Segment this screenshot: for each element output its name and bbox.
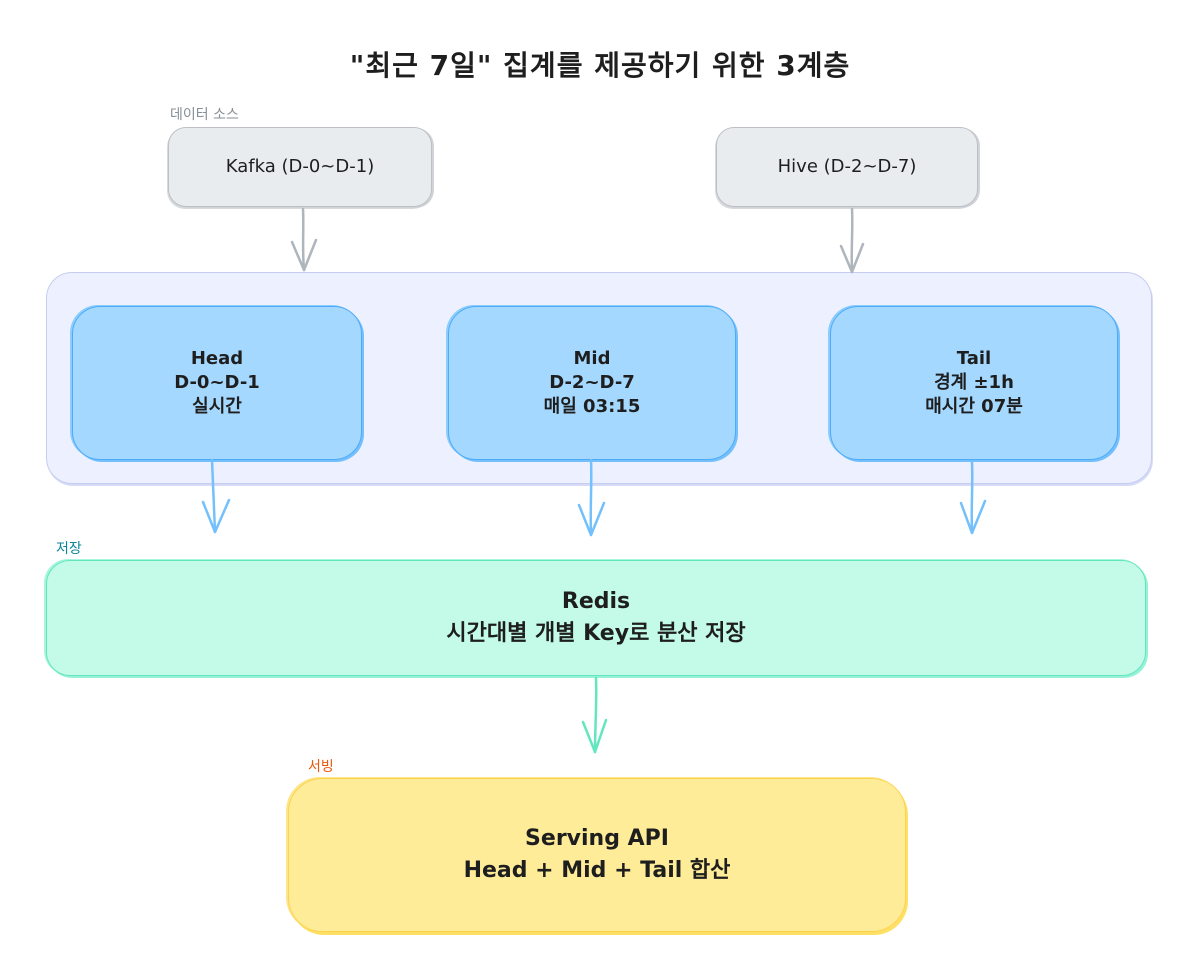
layer-tail-name: Tail (956, 347, 992, 369)
layer-head-range: D-0~D-1 (174, 371, 260, 393)
source-kafka[interactable]: Kafka (D-0~D-1) (168, 127, 432, 207)
layer-tail-range: 경계 ±1h (934, 371, 1014, 393)
layer-head[interactable]: Head D-0~D-1 실시간 (72, 306, 362, 460)
layer-mid-schedule: 매일 03:15 (543, 396, 641, 418)
storage-redis[interactable]: Redis 시간대별 개별 Key로 분산 저장 (46, 560, 1146, 676)
layer-tail[interactable]: Tail 경계 ±1h 매시간 07분 (830, 306, 1118, 460)
arrow-kafka-to-layers (290, 207, 318, 272)
serving-name: Serving API (525, 826, 669, 852)
layer-mid[interactable]: Mid D-2~D-7 매일 03:15 (448, 306, 736, 460)
layer-mid-name: Mid (573, 347, 611, 369)
storage-description: 시간대별 개별 Key로 분산 저장 (446, 621, 746, 646)
source-kafka-label: Kafka (D-0~D-1) (225, 155, 375, 177)
diagram-title: "최근 7일" 집계를 제공하기 위한 3계층 (349, 49, 851, 82)
storage-name: Redis (561, 589, 631, 615)
serving-description: Head + Mid + Tail 합산 (463, 858, 731, 883)
layer-mid-range: D-2~D-7 (549, 371, 635, 393)
layer-head-name: Head (190, 347, 244, 369)
source-hive-label: Hive (D-2~D-7) (777, 155, 917, 177)
layer-tail-schedule: 매시간 07분 (925, 396, 1023, 418)
source-hive[interactable]: Hive (D-2~D-7) (716, 127, 978, 207)
serving-api[interactable]: Serving API Head + Mid + Tail 합산 (288, 778, 906, 932)
layer-head-schedule: 실시간 (192, 396, 242, 418)
arrow-hive-to-layers (839, 207, 865, 274)
arrow-storage-to-serving (581, 676, 608, 754)
section-label-serving: 서빙 (308, 759, 334, 775)
section-label-storage: 저장 (56, 541, 82, 557)
section-label-sources: 데이터 소스 (170, 107, 239, 123)
